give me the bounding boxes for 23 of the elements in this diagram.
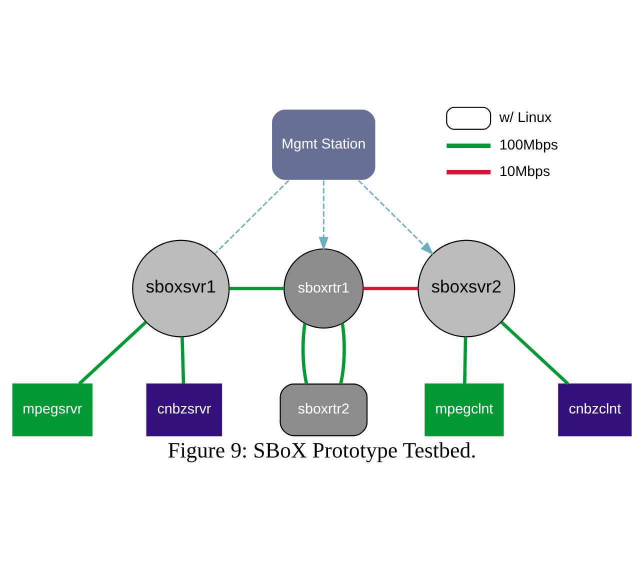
node-box: cnbzclnt bbox=[558, 384, 632, 436]
node-box: mpegsrvr bbox=[12, 384, 92, 436]
arrow bbox=[318, 180, 328, 251]
node-circle: sboxsvr1 bbox=[132, 240, 230, 338]
connector bbox=[463, 337, 468, 384]
legend-label: w/ Linux bbox=[499, 110, 552, 126]
node-box: mpegclnt bbox=[424, 384, 504, 436]
connector bbox=[214, 180, 290, 254]
connector bbox=[180, 337, 186, 384]
node-box: sboxrtr2 bbox=[280, 384, 368, 436]
connector bbox=[363, 286, 418, 290]
node-box: Mgmt Station bbox=[270, 108, 376, 181]
arrow bbox=[358, 180, 434, 256]
node-box: cnbzsrvr bbox=[146, 384, 222, 436]
caption: Figure 9: SBoX Prototype Testbed. bbox=[168, 438, 476, 463]
legend-label: 100Mbps bbox=[499, 138, 558, 154]
connector bbox=[500, 320, 570, 386]
legend-label: 10Mbps bbox=[499, 164, 550, 180]
connector bbox=[229, 286, 284, 290]
connector bbox=[78, 320, 147, 386]
connector bbox=[301, 323, 308, 384]
node-circle: sboxrtr1 bbox=[284, 248, 364, 329]
connector bbox=[339, 323, 346, 384]
